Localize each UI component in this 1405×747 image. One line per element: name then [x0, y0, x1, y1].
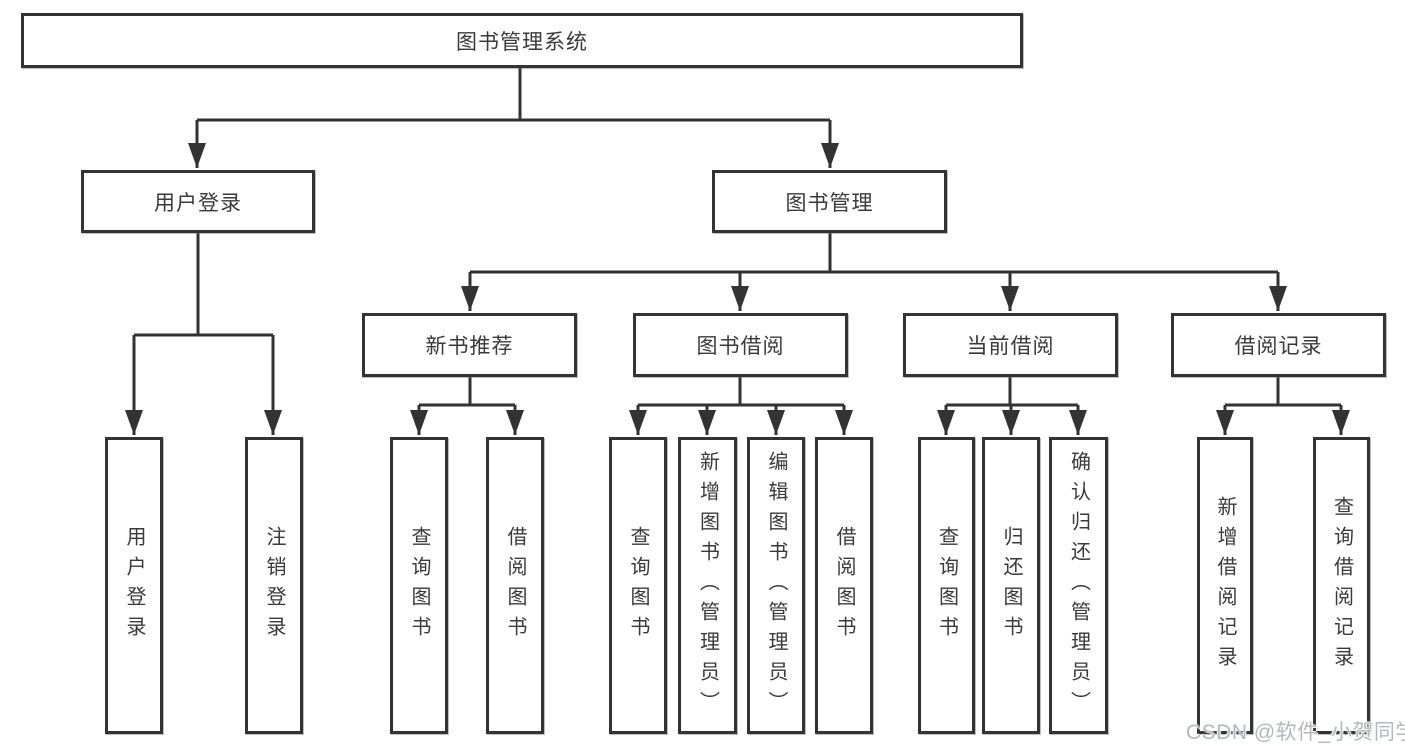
node-borrow-record-label: 借阅记录: [1234, 335, 1323, 358]
connector-borrow-rec-split: [1225, 377, 1341, 407]
leaf-recommend-query-book-label: 查询图书: [408, 525, 430, 646]
leaf-user-login-label: 用户登录: [123, 525, 145, 646]
leaf-return-book-label: 归还图书: [1000, 525, 1022, 646]
leaf-logout-label: 注销登录: [263, 525, 285, 646]
leaf-recommend-borrow-book-label: 借阅图书: [504, 525, 526, 646]
leaf-query-borrow-record: 查询借阅记录: [1313, 437, 1370, 734]
leaf-return-book: 归还图书: [982, 437, 1040, 734]
leaf-confirm-return-admin-label: 确认归还（管理员）: [1067, 450, 1090, 721]
node-root-label: 图书管理系统: [456, 30, 588, 54]
leaf-edit-book-admin: 编辑图书（管理员）: [747, 437, 805, 734]
connector-cur-borrow-split: [946, 377, 1078, 407]
leaf-confirm-return-admin: 确认归还（管理员）: [1049, 437, 1108, 734]
node-user-login: 用户登录: [81, 170, 315, 233]
csdn-watermark: CSDN @软件_小贺同学: [1186, 721, 1405, 744]
node-new-book-recommend: 新书推荐: [362, 313, 577, 377]
leaf-borrow-query-book: 查询图书: [609, 437, 667, 734]
leaf-borrow-book: 借阅图书: [815, 437, 873, 734]
leaf-logout: 注销登录: [245, 437, 303, 734]
node-root: 图书管理系统: [21, 13, 1023, 68]
leaf-user-login: 用户登录: [105, 437, 163, 734]
node-new-book-recommend-label: 新书推荐: [425, 335, 514, 358]
node-user-login-label: 用户登录: [154, 191, 242, 215]
leaf-add-borrow-record-label: 新增借阅记录: [1214, 495, 1236, 676]
connector-book-mgmt-split: [470, 233, 1278, 274]
node-current-borrow-label: 当前借阅: [966, 335, 1055, 358]
leaf-edit-book-admin-label: 编辑图书（管理员）: [765, 450, 787, 721]
leaf-borrow-book-label: 借阅图书: [833, 525, 855, 646]
leaf-recommend-query-book: 查询图书: [390, 437, 448, 734]
node-borrow-record: 借阅记录: [1171, 313, 1386, 377]
leaf-add-book-admin: 新增图书（管理员）: [678, 437, 737, 734]
node-book-borrow-label: 图书借阅: [696, 335, 785, 358]
leaf-query-borrow-record-label: 查询借阅记录: [1330, 495, 1353, 676]
leaf-add-borrow-record: 新增借阅记录: [1197, 437, 1253, 734]
node-book-borrow: 图书借阅: [633, 313, 848, 377]
node-book-management-label: 图书管理: [785, 191, 874, 215]
leaf-current-query-book-label: 查询图书: [935, 525, 958, 646]
leaf-borrow-query-book-label: 查询图书: [627, 525, 649, 646]
connector-book-borrow-split: [638, 377, 844, 407]
leaf-add-book-admin-label: 新增图书（管理员）: [696, 450, 719, 721]
connector-new-rec-split: [419, 377, 515, 407]
node-current-borrow: 当前借阅: [903, 313, 1118, 377]
leaf-recommend-borrow-book: 借阅图书: [486, 437, 544, 734]
node-book-management: 图书管理: [712, 170, 947, 233]
connector-user-login-split: [134, 233, 273, 337]
connector-root-split: [197, 68, 830, 122]
leaf-current-query-book: 查询图书: [918, 437, 975, 734]
